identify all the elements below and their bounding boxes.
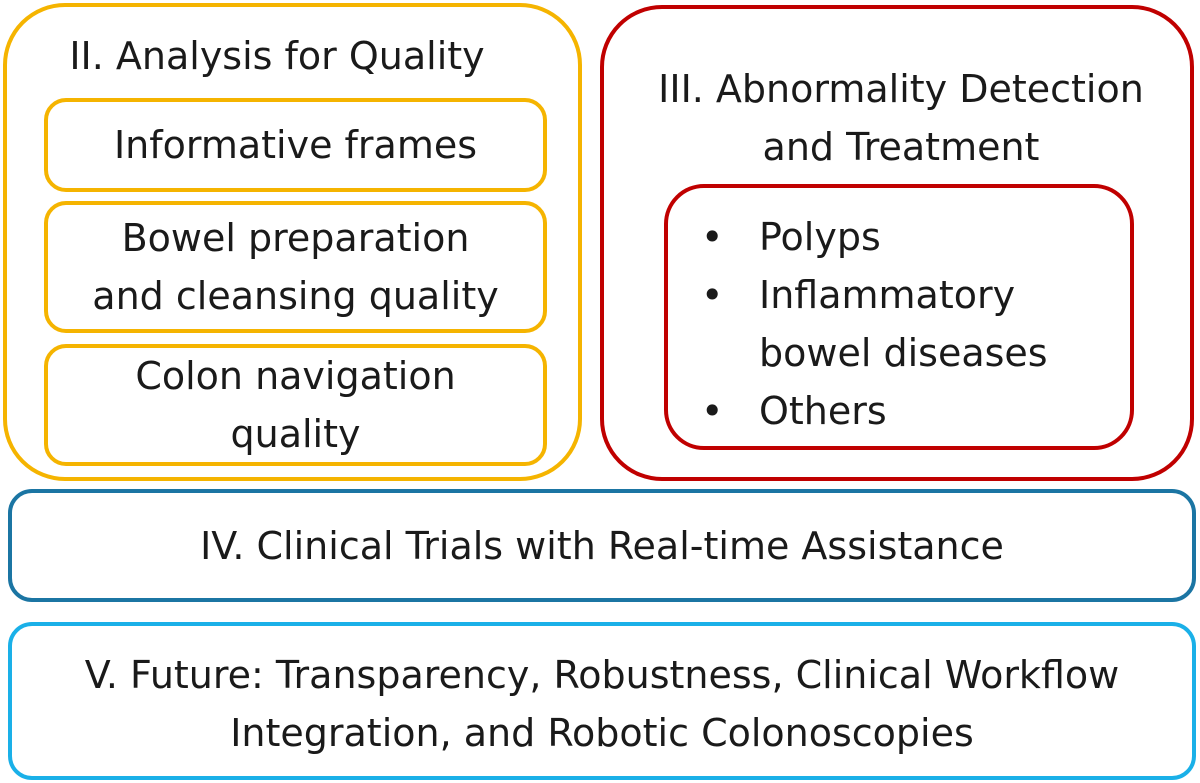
section-iii-abnormality-detection: III. Abnormality Detection and Treatment…	[600, 5, 1194, 481]
section-iv-clinical-trials: IV. Clinical Trials with Real-time Assis…	[8, 489, 1196, 602]
section-iii-title-line-1: III. Abnormality Detection	[658, 67, 1144, 111]
inflammatory-label-line-2: bowel diseases	[759, 331, 1048, 375]
others-label: Others	[759, 389, 887, 433]
section-v-title: V. Future: Transparency, Robustness, Cli…	[12, 646, 1192, 762]
list-item: • Others	[701, 382, 1048, 440]
colon-navigation-box: Colon navigation quality	[44, 344, 547, 466]
inflammatory-label-line-1: Inflammatory	[759, 273, 1016, 317]
abnormality-list-box: • Polyps • Inflammatory bowel diseases •…	[664, 184, 1134, 450]
bowel-preparation-label-line-2: and cleansing quality	[92, 274, 499, 318]
bowel-preparation-box: Bowel preparation and cleansing quality	[44, 201, 547, 333]
colon-navigation-label-line-2: quality	[230, 412, 361, 456]
section-v-future: V. Future: Transparency, Robustness, Cli…	[8, 622, 1196, 780]
bullet-icon: •	[701, 389, 724, 433]
section-iii-title: III. Abnormality Detection and Treatment	[604, 60, 1198, 176]
section-ii-analysis-for-quality: II. Analysis for Quality Informative fra…	[3, 3, 582, 481]
colon-navigation-label-line-1: Colon navigation	[135, 354, 456, 398]
polyps-label: Polyps	[759, 215, 881, 259]
informative-frames-box: Informative frames	[44, 98, 547, 192]
bowel-preparation-label-line-1: Bowel preparation	[121, 216, 470, 260]
bullet-icon: •	[701, 215, 724, 259]
bullet-icon: •	[701, 273, 724, 317]
section-v-title-line-2: Integration, and Robotic Colonoscopies	[230, 711, 974, 755]
informative-frames-label: Informative frames	[113, 123, 478, 167]
list-item: • Polyps	[701, 208, 1048, 266]
list-item: • Inflammatory bowel diseases	[701, 266, 1048, 382]
section-iv-title: IV. Clinical Trials with Real-time Assis…	[200, 524, 1004, 568]
section-ii-title: II. Analysis for Quality	[69, 34, 485, 78]
section-iii-title-line-2: and Treatment	[762, 125, 1040, 169]
section-v-title-line-1: V. Future: Transparency, Robustness, Cli…	[84, 653, 1120, 697]
abnormality-list: • Polyps • Inflammatory bowel diseases •…	[701, 208, 1048, 440]
